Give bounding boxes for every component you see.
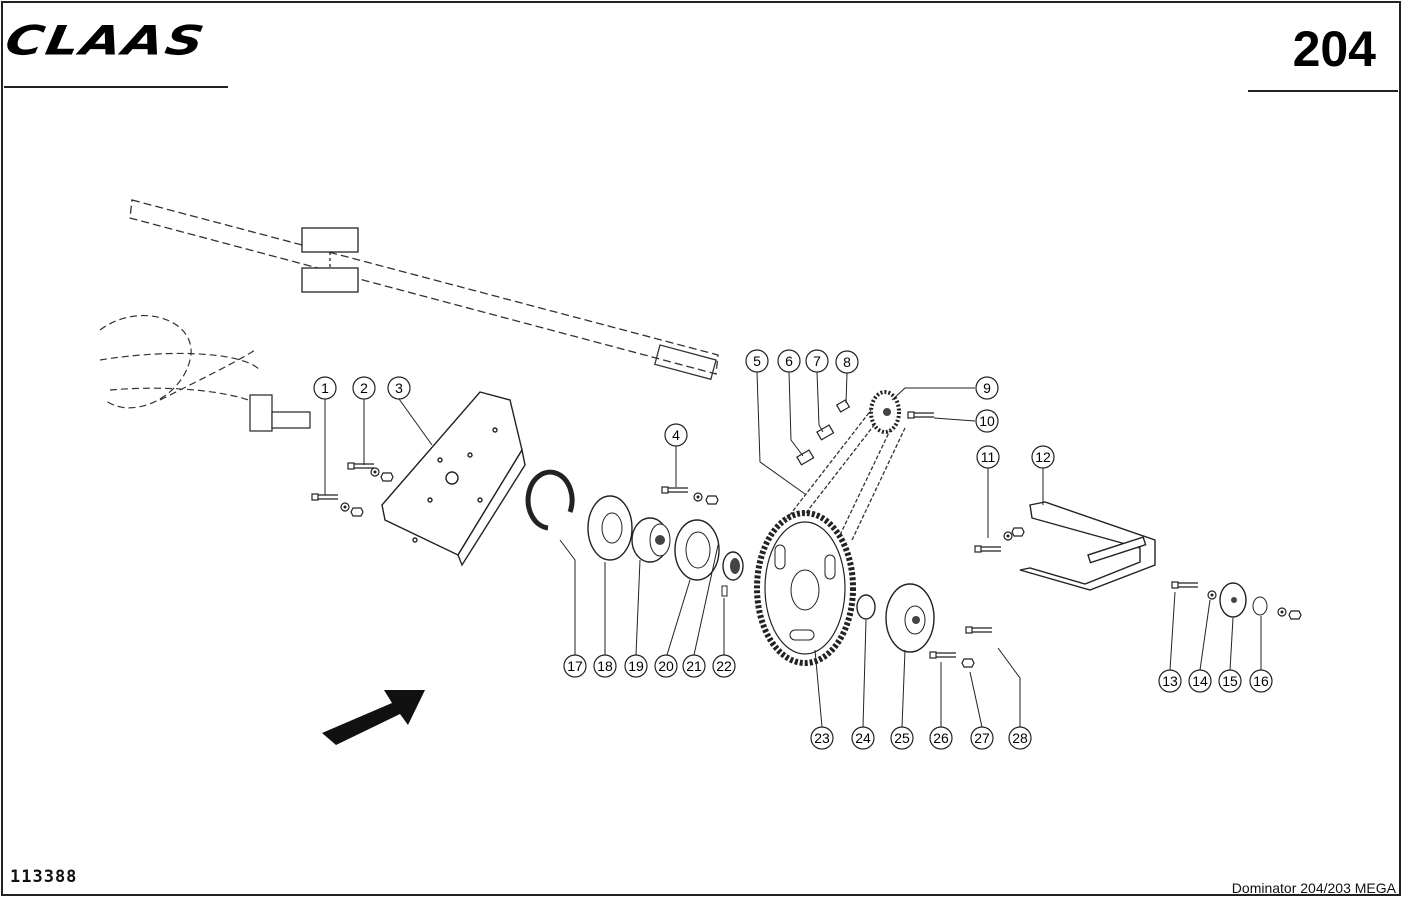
bearing	[631, 517, 671, 563]
svg-text:6: 6	[785, 353, 793, 369]
bolt-13	[1171, 581, 1217, 600]
svg-text:17: 17	[567, 658, 583, 674]
chain-link-parts	[796, 399, 851, 466]
callout-16: 16	[1249, 669, 1273, 693]
callout-17: 17	[563, 654, 587, 678]
svg-text:2: 2	[360, 380, 368, 396]
callout-21: 21	[682, 654, 706, 678]
drawing-number: 113388	[10, 867, 78, 887]
model-caption: Dominator 204/203 MEGA	[1231, 880, 1396, 896]
svg-text:7: 7	[813, 353, 821, 369]
drive-shaft	[129, 199, 719, 381]
roller-chain	[781, 404, 906, 541]
direction-arrow	[322, 690, 425, 745]
bolt-26	[929, 651, 975, 668]
callout-28: 28	[1008, 726, 1032, 750]
bolt-2	[347, 462, 394, 482]
callout-2: 2	[352, 376, 376, 400]
callout-13: 13	[1158, 669, 1182, 693]
logo-rule	[4, 86, 228, 88]
callout-27: 27	[970, 726, 994, 750]
svg-text:12: 12	[1035, 449, 1051, 465]
callout-7: 7	[805, 349, 829, 373]
callout-18: 18	[593, 654, 617, 678]
bolt-10	[907, 411, 935, 419]
callout-12: 12	[1031, 445, 1055, 469]
callout-10: 10	[975, 409, 999, 433]
hub-flange	[885, 583, 935, 653]
callout-25: 25	[890, 726, 914, 750]
mounting-plate	[381, 391, 526, 567]
svg-text:11: 11	[981, 449, 996, 465]
bolt-1	[311, 493, 364, 517]
svg-text:22: 22	[716, 658, 732, 674]
callout-1: 1	[313, 376, 337, 400]
leader-lines	[324, 371, 1262, 728]
callout-6: 6	[777, 349, 801, 373]
callout-5: 5	[745, 349, 769, 373]
bolt-11	[974, 527, 1025, 553]
svg-text:19: 19	[628, 658, 644, 674]
page-number: 204	[1292, 21, 1376, 77]
spacer	[856, 594, 876, 620]
support-bracket	[1019, 501, 1156, 591]
svg-text:24: 24	[855, 730, 871, 746]
svg-text:28: 28	[1012, 730, 1028, 746]
svg-text:27: 27	[974, 730, 990, 746]
svg-text:1: 1	[321, 380, 329, 396]
callout-3: 3	[387, 376, 411, 400]
svg-text:4: 4	[672, 427, 680, 443]
callout-24: 24	[851, 726, 875, 750]
large-sprocket	[754, 510, 856, 666]
callout-19: 19	[624, 654, 648, 678]
roller	[1219, 582, 1247, 618]
svg-text:25: 25	[894, 730, 910, 746]
bearing-block	[301, 227, 359, 293]
svg-text:10: 10	[979, 413, 995, 429]
set-screw	[721, 585, 728, 597]
callout-11: 11	[976, 445, 1000, 469]
svg-text:5: 5	[753, 353, 761, 369]
callout-9: 9	[975, 376, 999, 400]
flange	[674, 519, 720, 581]
auger-outline	[99, 315, 271, 411]
small-sprocket	[869, 390, 901, 434]
circlip	[525, 469, 575, 531]
callout-4: 4	[664, 423, 688, 447]
callout-23: 23	[810, 726, 834, 750]
bolt-28	[965, 626, 993, 634]
collar	[722, 551, 744, 581]
svg-text:14: 14	[1192, 673, 1208, 689]
callout-14: 14	[1188, 669, 1212, 693]
bushing	[1252, 596, 1302, 620]
svg-text:8: 8	[843, 354, 851, 370]
callout-26: 26	[929, 726, 953, 750]
svg-text:23: 23	[814, 730, 830, 746]
svg-text:26: 26	[933, 730, 949, 746]
svg-text:3: 3	[395, 380, 403, 396]
callout-22: 22	[712, 654, 736, 678]
svg-text:13: 13	[1162, 673, 1178, 689]
bolt-4	[661, 486, 719, 505]
page-number-rule	[1248, 90, 1398, 92]
svg-text:9: 9	[983, 380, 991, 396]
callout-20: 20	[654, 654, 678, 678]
auger-shaft-end	[249, 394, 311, 432]
svg-text:20: 20	[658, 658, 674, 674]
svg-text:16: 16	[1253, 673, 1269, 689]
svg-text:18: 18	[597, 658, 613, 674]
callout-15: 15	[1218, 669, 1242, 693]
svg-text:15: 15	[1222, 673, 1238, 689]
svg-text:21: 21	[686, 658, 702, 674]
callout-8: 8	[835, 350, 859, 374]
washer-disc	[587, 495, 633, 561]
